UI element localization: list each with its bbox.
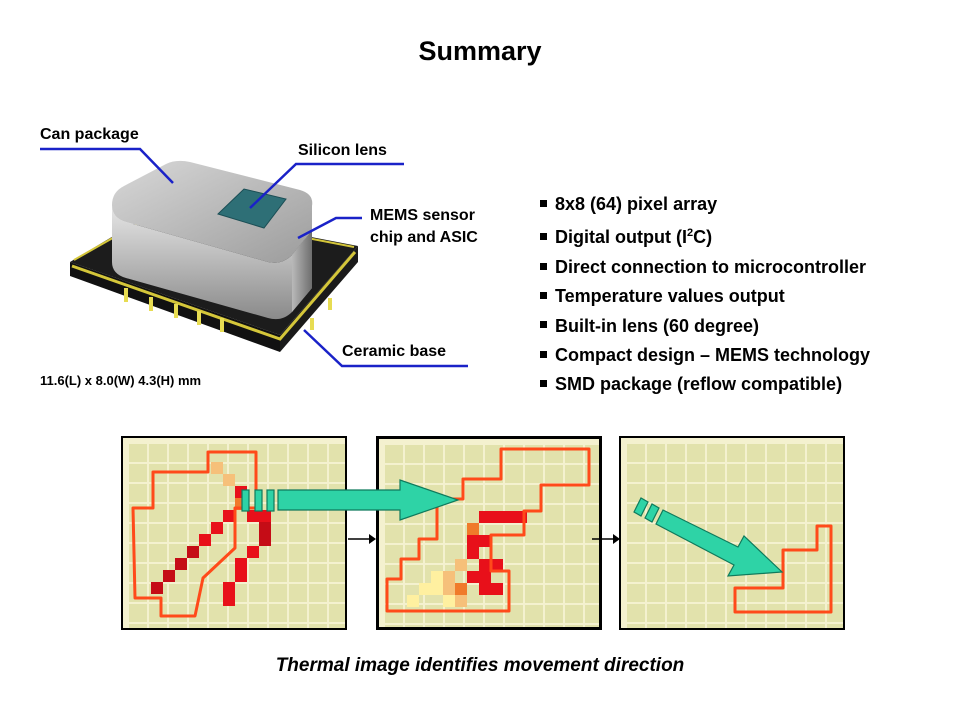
bullet-square-icon	[540, 350, 547, 358]
heat-cell	[259, 534, 271, 546]
can-package-label: Can package	[40, 126, 139, 143]
heat-cell	[479, 583, 491, 595]
heat-cell	[455, 595, 467, 607]
heat-cell	[431, 583, 443, 595]
feature-item: Temperature values output	[540, 282, 870, 311]
heat-cell	[235, 570, 247, 582]
heat-cell	[443, 595, 455, 607]
heat-cell	[187, 546, 199, 558]
mems-sensor-label-line2: chip and ASIC	[370, 229, 478, 246]
feature-item: 8x8 (64) pixel array	[540, 190, 870, 219]
feature-item: Digital output (I2C)	[540, 219, 870, 252]
heat-cell	[223, 510, 235, 522]
thermal-caption: Thermal image identifies movement direct…	[275, 655, 685, 676]
heat-cell	[211, 522, 223, 534]
slide-title: Summary	[418, 36, 542, 66]
silicon-lens-label: Silicon lens	[298, 142, 387, 159]
heat-cell	[491, 511, 503, 523]
thermal-image-1	[123, 438, 345, 628]
heat-cell	[419, 583, 431, 595]
motion-arrow-diagonal-icon	[633, 497, 784, 577]
motion-region-outline	[385, 447, 591, 613]
heat-cell	[479, 571, 491, 583]
step-arrow-right-icon	[348, 534, 376, 544]
heat-cell	[479, 511, 491, 523]
sensor-package-illustration	[40, 147, 468, 368]
package-dimensions: 11.6(L) x 8.0(W) 4.3(H) mm	[40, 373, 202, 388]
heat-cell	[455, 583, 467, 595]
thermal-frame-1	[121, 436, 347, 630]
heat-cell	[407, 595, 419, 607]
heat-cell	[163, 570, 175, 582]
step-arrow-right-icon	[592, 534, 620, 544]
can-package	[112, 160, 313, 320]
bullet-square-icon	[540, 199, 547, 207]
heat-cell	[443, 583, 455, 595]
thermal-frame-3	[619, 436, 845, 630]
bullet-square-icon	[540, 291, 547, 299]
ceramic-base-label: Ceramic base	[342, 343, 447, 360]
thermal-image-2	[379, 439, 599, 627]
heat-cell	[223, 474, 235, 486]
feature-list: 8x8 (64) pixel array Digital output (I2C…	[540, 190, 870, 400]
bullet-square-icon	[540, 321, 547, 329]
heat-cell	[467, 571, 479, 583]
feature-item: Compact design – MEMS technology	[540, 341, 870, 370]
heat-cell	[467, 547, 479, 559]
heat-cell	[247, 510, 259, 522]
heat-cell	[467, 535, 479, 547]
motion-region-outline	[131, 450, 258, 618]
motion-region-outline	[733, 524, 833, 614]
mems-sensor-label-line1: MEMS sensor	[370, 207, 475, 224]
heat-cell	[223, 582, 235, 594]
bullet-square-icon	[540, 380, 547, 388]
heat-cell	[247, 546, 259, 558]
feature-item: Built-in lens (60 degree)	[540, 312, 870, 341]
heat-cell	[259, 510, 271, 522]
thermal-image-3	[621, 438, 843, 628]
heat-cell	[443, 571, 455, 583]
motion-arrow-right-icon	[241, 479, 460, 521]
heat-cell	[455, 559, 467, 571]
heat-cell	[479, 535, 491, 547]
thermal-frame-2	[376, 436, 602, 630]
heat-cell	[151, 582, 163, 594]
heat-cell	[199, 534, 211, 546]
heat-cell	[211, 462, 223, 474]
heat-cell	[259, 522, 271, 534]
heat-cell	[491, 583, 503, 595]
heat-cell	[491, 559, 503, 571]
heat-cell	[175, 558, 187, 570]
heat-cell	[235, 558, 247, 570]
heat-cell	[503, 511, 515, 523]
feature-item: SMD package (reflow compatible)	[540, 370, 870, 399]
heat-cell	[223, 594, 235, 606]
feature-item: Direct connection to microcontroller	[540, 253, 870, 282]
leader-lines	[40, 147, 468, 368]
bullet-square-icon	[540, 233, 547, 241]
heat-cell	[479, 559, 491, 571]
heat-cell	[467, 523, 479, 535]
bullet-square-icon	[540, 262, 547, 270]
heat-cell	[431, 571, 443, 583]
silicon-lens-window	[217, 188, 287, 229]
